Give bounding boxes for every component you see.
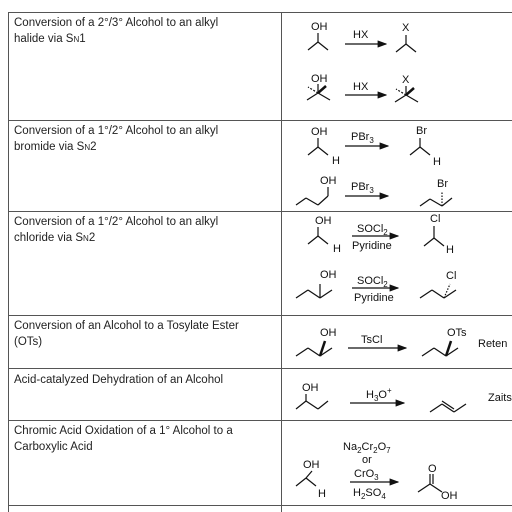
oh-label: OH [315, 215, 332, 227]
row3-reaction-b [295, 283, 457, 299]
row-divider [8, 420, 512, 421]
oh-label: OH [302, 382, 319, 394]
reagent-label: Pyridine [352, 240, 392, 252]
oh-label: OH [311, 21, 328, 33]
or-label: or [362, 454, 372, 466]
row-divider [8, 368, 512, 369]
h-label: H [446, 244, 454, 256]
row1-reaction-a [307, 33, 417, 53]
row-divider [8, 315, 512, 316]
oh-label: OH [320, 269, 337, 281]
oh-label: OH [320, 327, 337, 339]
reagent-label: Na2Cr2O7 [343, 441, 391, 455]
column-divider-middle [281, 12, 282, 512]
reagent-label: SOCl2 [357, 223, 388, 237]
reagent-label: Pyridine [354, 292, 394, 304]
product-br-label: Br [437, 178, 448, 190]
reagent-label: PBr3 [351, 131, 374, 145]
oh-label: OH [320, 175, 337, 187]
reagent-label: HX [353, 29, 369, 41]
reagent-label: HX [353, 81, 369, 93]
product-x-label: X [402, 74, 410, 86]
oh-label: OH [311, 73, 328, 85]
row-divider [8, 120, 512, 121]
product-oh-label: OH [441, 490, 458, 502]
row-4-label: Conversion of an Alcohol to a Tosylate E… [14, 320, 239, 348]
reagent-label: H2SO4 [353, 487, 386, 501]
h-label: H [332, 155, 340, 167]
oh-label: OH [311, 126, 328, 138]
product-x-label: X [402, 22, 410, 34]
product-cl-label: Cl [446, 270, 456, 282]
h-label: H [433, 156, 441, 168]
reagent-label: CrO3 [354, 468, 379, 482]
reagent-label: SOCl2 [357, 275, 388, 289]
row5-reaction [295, 394, 467, 413]
row-divider [8, 12, 512, 13]
row-divider [8, 505, 512, 506]
row-1-label: Conversion of a 2°/3° Alcohol to an alky… [14, 17, 219, 45]
product-br-label: Br [416, 125, 427, 137]
product-o-label: O [428, 463, 437, 475]
oh-label: OH [303, 459, 320, 471]
row2-reaction-b [295, 187, 453, 207]
reagent-label: PBr3 [351, 181, 374, 195]
row-3-label: Conversion of a 1°/2° Alcohol to an alky… [14, 216, 219, 244]
product-ots-label: OTs [447, 327, 467, 339]
note-label: Zaits [488, 392, 512, 404]
row2-reaction-a [307, 138, 431, 156]
column-divider-left [8, 12, 9, 512]
row-divider [8, 211, 512, 212]
row3-reaction-a [307, 226, 445, 247]
note-label: Reten [478, 338, 507, 350]
h-label: H [318, 488, 326, 500]
row-5-label: Acid-catalyzed Dehydration of an Alcohol [14, 374, 224, 386]
row4-reaction [295, 340, 459, 357]
reagent-label: H3O+ [366, 386, 392, 403]
reagent-label: TsCl [361, 334, 382, 346]
row-6-label: Chromic Acid Oxidation of a 1° Alcohol t… [14, 425, 233, 453]
product-cl-label: Cl [430, 213, 440, 225]
h-label: H [333, 243, 341, 255]
row-2-label: Conversion of a 1°/2° Alcohol to an alky… [14, 125, 219, 153]
row6-reaction [295, 470, 443, 493]
row1-reaction-b [306, 84, 419, 103]
